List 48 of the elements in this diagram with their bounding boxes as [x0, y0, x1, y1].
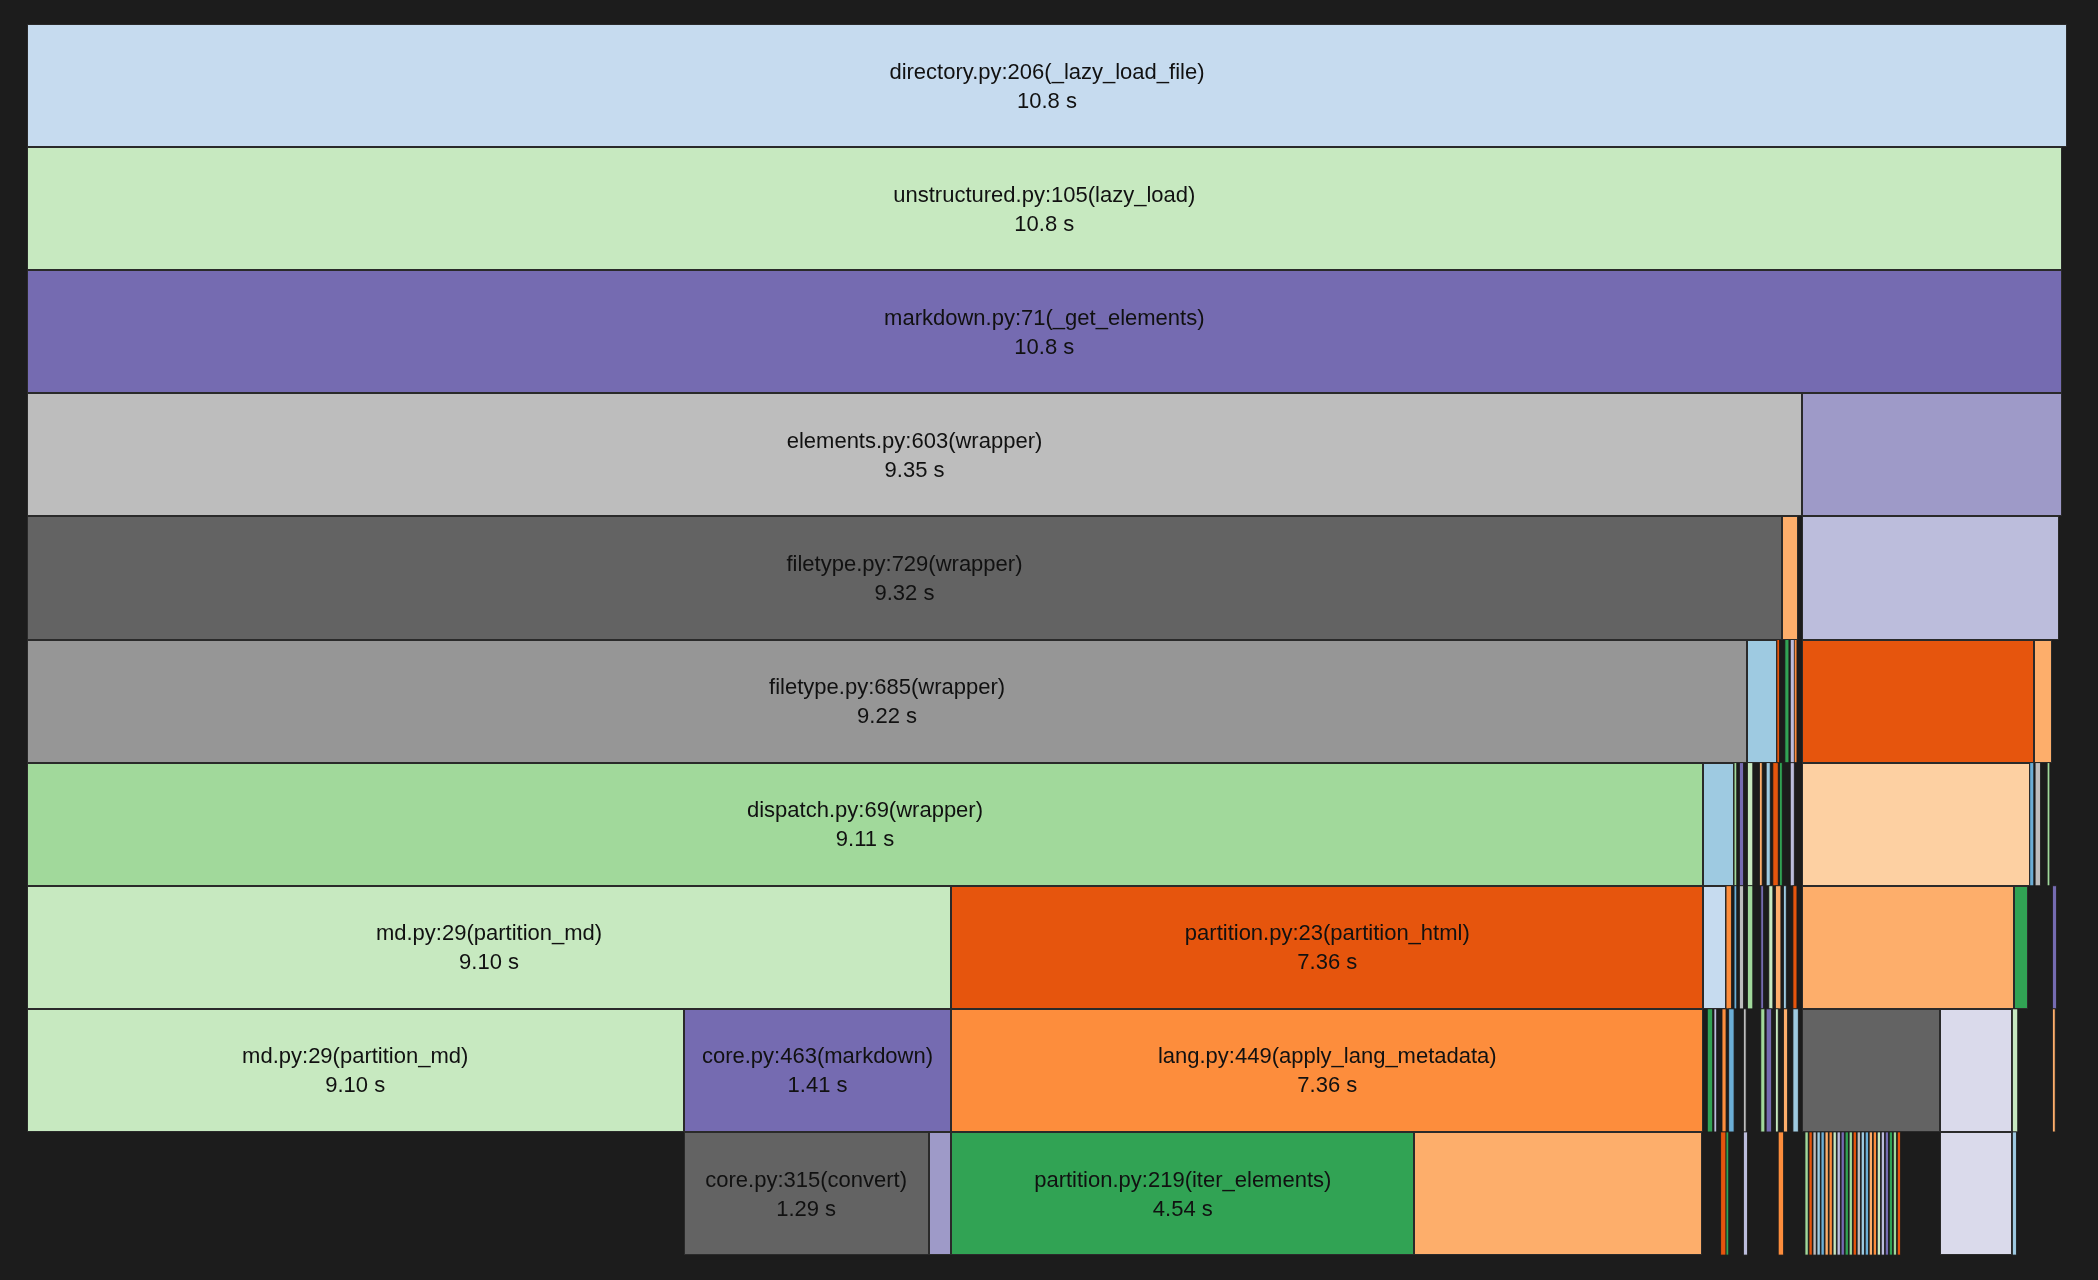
function-name: core.py:315(convert): [705, 1165, 907, 1194]
function-name: md.py:29(partition_md): [242, 1042, 469, 1071]
function-name: directory.py:206(_lazy_load_file): [889, 57, 1205, 86]
time-value: 4.54 s: [1152, 1194, 1213, 1223]
time-value: 9.10 s: [325, 1071, 386, 1100]
function-bar: [26, 639, 1748, 763]
function-name: dispatch.py:69(wrapper): [747, 796, 983, 825]
function-name: lang.py:449(apply_lang_metadata): [1157, 1042, 1497, 1071]
time-value: 9.35 s: [884, 455, 945, 484]
function-bar: [683, 1131, 929, 1256]
function-bar: [26, 885, 952, 1009]
function-bar: [26, 24, 2068, 148]
empty-bar: [1802, 516, 2060, 640]
function-bar: [951, 885, 1704, 1009]
empty-bar: [1703, 885, 1726, 1009]
function-name: markdown.py:71(_get_elements): [884, 303, 1205, 332]
function-name: core.py:463(markdown): [701, 1042, 934, 1071]
function-name: filetype.py:729(wrapper): [786, 550, 1023, 578]
time-value: 10.8 s: [1017, 86, 1077, 115]
function-bar: [26, 147, 2062, 271]
function-name: partition.py:219(iter_elements): [1034, 1165, 1332, 1194]
function-bar: [26, 762, 1704, 886]
function-name: partition.py:23(partition_html): [1184, 919, 1470, 948]
function-bar: [683, 1008, 952, 1132]
time-value: 10.8 s: [1014, 332, 1075, 361]
function-bar: [26, 1008, 684, 1132]
function-bar: [26, 270, 2062, 394]
time-value: 9.11 s: [835, 825, 895, 854]
time-value: 1.29 s: [776, 1194, 837, 1223]
function-bar: [951, 1008, 1704, 1132]
function-name: elements.py:603(wrapper): [786, 426, 1043, 455]
time-value: 10.8 s: [1014, 209, 1075, 238]
empty-bar: [1747, 639, 1777, 763]
function-bar: [26, 516, 1783, 640]
time-value: 9.22 s: [857, 702, 918, 731]
empty-bar: [1782, 516, 1799, 640]
time-value: 7.36 s: [1297, 948, 1358, 977]
time-value: 9.32 s: [874, 579, 935, 607]
empty-bar: [928, 1131, 952, 1256]
function-name: md.py:29(partition_md): [375, 919, 603, 948]
function-bar: [951, 1131, 1415, 1256]
time-value: 9.10 s: [459, 948, 519, 977]
function-name: unstructured.py:105(lazy_load): [893, 180, 1196, 209]
time-value: 1.41 s: [787, 1071, 848, 1100]
function-bar: [26, 393, 1803, 517]
empty-bar: [1703, 762, 1735, 886]
function-name: filetype.py:685(wrapper): [769, 673, 1006, 702]
time-value: 7.36 s: [1297, 1071, 1358, 1100]
